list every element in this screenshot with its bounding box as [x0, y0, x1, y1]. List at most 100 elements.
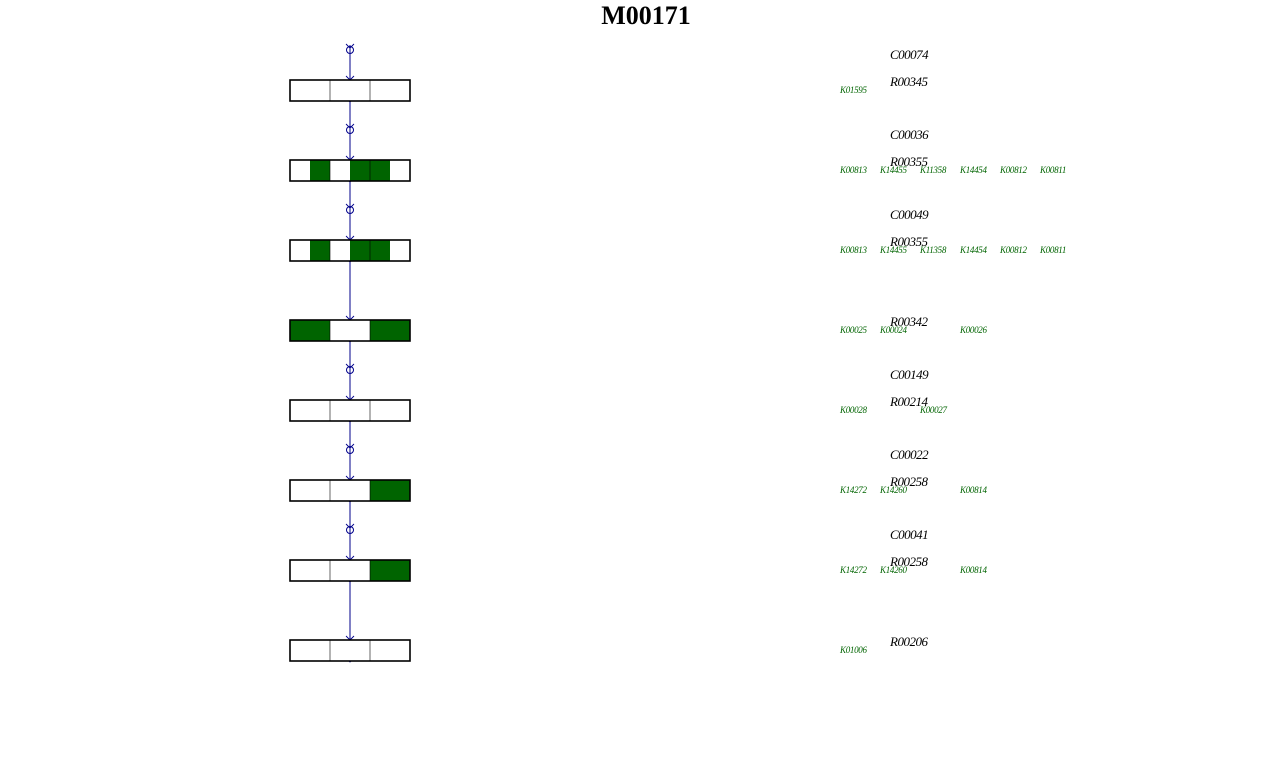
compound-node-C00074 — [346, 46, 354, 54]
box-cell — [390, 560, 410, 581]
compound-node-C00022 — [346, 446, 354, 454]
ko-label: K14272 — [840, 485, 867, 495]
compound-label: C00149 — [890, 367, 929, 382]
box-cell — [370, 560, 390, 581]
ko-label: K00028 — [840, 405, 867, 415]
box-cell — [370, 160, 390, 181]
compound-label: C00022 — [890, 447, 929, 462]
ko-label: K14454 — [960, 165, 987, 175]
reaction-label: R00258 — [890, 474, 928, 489]
box-cell — [330, 640, 350, 661]
compound-label: C00074 — [890, 47, 929, 62]
ko-label: K14454 — [960, 245, 987, 255]
flow-arrowhead — [345, 443, 355, 449]
box-cell — [390, 400, 410, 421]
compound-node-C00036 — [346, 126, 354, 134]
compound-node-C00041 — [346, 526, 354, 534]
ko-label: K14260 — [880, 485, 907, 495]
box-cell — [390, 80, 410, 101]
compound-label: C00049 — [890, 207, 929, 222]
reaction-label: R00206 — [890, 634, 928, 649]
ko-label: K14455 — [880, 165, 907, 175]
ko-label: K00812 — [1000, 245, 1027, 255]
box-cell — [290, 640, 310, 661]
box-cell — [330, 80, 350, 101]
box-cell — [330, 560, 350, 581]
ko-label: K00812 — [1000, 165, 1027, 175]
box-cell — [290, 480, 310, 501]
ko-label: K00811 — [1040, 165, 1067, 175]
box-cell — [350, 320, 370, 341]
box-cell — [350, 640, 370, 661]
box-cell — [310, 560, 330, 581]
box-cell — [370, 480, 390, 501]
box-cell — [330, 240, 350, 261]
flow-arrowhead — [345, 523, 355, 529]
ko-label: K11358 — [920, 245, 947, 255]
box-cell — [350, 240, 370, 261]
reaction-box-R00345 — [289, 79, 411, 102]
box-cell — [310, 640, 330, 661]
ko-label: K00811 — [1040, 245, 1067, 255]
reaction-box-R00214 — [289, 399, 411, 422]
ko-label: K00026 — [960, 325, 987, 335]
flow-arrowhead — [345, 363, 355, 369]
flow-arrowhead — [345, 43, 355, 49]
ko-label: K01006 — [840, 645, 867, 655]
box-cell — [390, 240, 410, 261]
box-cell — [330, 160, 350, 181]
reaction-box-R00258 — [289, 479, 411, 502]
box-cell — [370, 80, 390, 101]
ko-label: K11358 — [920, 165, 947, 175]
box-cell — [310, 320, 330, 341]
reaction-label: R00258 — [890, 554, 928, 569]
box-cell — [390, 640, 410, 661]
box-cell — [350, 80, 370, 101]
compound-label: C00041 — [890, 527, 929, 542]
compound-node-C00049 — [346, 206, 354, 214]
flow-arrowhead — [345, 203, 355, 209]
ko-label: K14455 — [880, 245, 907, 255]
box-cell — [390, 320, 410, 341]
ko-label: K00814 — [960, 565, 987, 575]
ko-label: K14272 — [840, 565, 867, 575]
ko-label: K01595 — [840, 85, 867, 95]
reaction-label: R00355 — [890, 154, 928, 169]
box-cell — [330, 400, 350, 421]
box-cell — [290, 160, 310, 181]
ko-label: K00027 — [920, 405, 947, 415]
box-cell — [370, 400, 390, 421]
box-cell — [350, 560, 370, 581]
flow-arrowhead — [345, 123, 355, 129]
box-cell — [310, 160, 330, 181]
box-cell — [390, 480, 410, 501]
reaction-box-R00355 — [289, 159, 411, 182]
box-cell — [330, 320, 350, 341]
box-cell — [350, 400, 370, 421]
box-cell — [290, 400, 310, 421]
box-cell — [350, 480, 370, 501]
compound-node-C00149 — [346, 366, 354, 374]
reaction-label: R00355 — [890, 234, 928, 249]
box-cell — [370, 640, 390, 661]
reaction-box-R00206 — [289, 639, 411, 662]
compound-label: C00036 — [890, 127, 929, 142]
ko-label: K14260 — [880, 565, 907, 575]
box-cell — [290, 560, 310, 581]
box-cell — [310, 80, 330, 101]
box-cell — [310, 240, 330, 261]
box-cell — [310, 400, 330, 421]
ko-label: K00813 — [840, 245, 867, 255]
box-cell — [290, 240, 310, 261]
box-cell — [370, 320, 390, 341]
ko-label: K00813 — [840, 165, 867, 175]
box-cell — [370, 240, 390, 261]
module-title: M00171 — [601, 1, 691, 30]
box-cell — [390, 160, 410, 181]
box-cell — [330, 480, 350, 501]
reaction-label: R00345 — [890, 74, 928, 89]
reaction-label: R00214 — [890, 394, 928, 409]
ko-label: K00025 — [840, 325, 867, 335]
ko-label: K00814 — [960, 485, 987, 495]
